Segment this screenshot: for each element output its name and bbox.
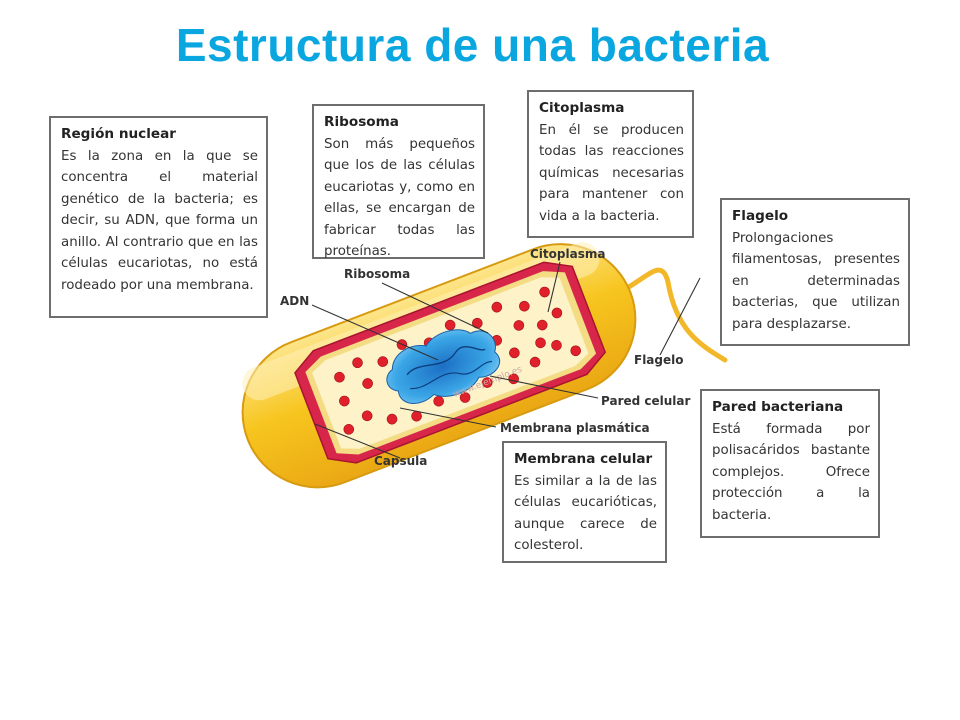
box-pared-bacteriana: Pared bacteriana Está formada por polisa… [700, 389, 880, 538]
box-ribosoma: Ribosoma Son más pequeños que los de las… [312, 104, 485, 259]
nucleoid-dna [386, 329, 501, 404]
leader-pared-celular [489, 375, 599, 399]
leader-citoplasma [547, 261, 561, 313]
box-ribosoma-heading: Ribosoma [324, 114, 399, 130]
label-ribosoma: Ribosoma [344, 267, 410, 281]
box-membrana-celular-heading: Membrana celular [514, 451, 653, 467]
box-pared-bacteriana-text: Está formada por polisacáridos bastante … [712, 421, 870, 523]
box-citoplasma-text: En él se producen todas las reacciones q… [539, 122, 684, 224]
box-ribosoma-text: Son más pequeños que los de las células … [324, 136, 475, 260]
box-membrana-celular: Membrana celular Es similar a la de las … [502, 441, 667, 563]
box-flagelo-heading: Flagelo [732, 208, 789, 224]
leader-capsula [314, 423, 401, 459]
box-flagelo: Flagelo Prolongaciones filamentosas, pre… [720, 198, 910, 346]
box-citoplasma: Citoplasma En él se producen todas las r… [527, 90, 694, 238]
label-citoplasma: Citoplasma [530, 247, 605, 261]
label-flagelo: Flagelo [634, 353, 684, 367]
box-region-nuclear: Región nuclear Es la zona en la que se c… [49, 116, 268, 318]
page-title: Estructura de una bacteria [175, 19, 770, 71]
leader-ribosoma [381, 282, 489, 334]
box-pared-bacteriana-heading: Pared bacteriana [712, 399, 844, 415]
label-pared-celular: Pared celular [601, 394, 691, 408]
label-adn: ADN [280, 294, 309, 308]
box-citoplasma-heading: Citoplasma [539, 100, 625, 116]
label-capsula: Capsula [374, 454, 427, 468]
box-region-nuclear-heading: Región nuclear [61, 126, 176, 142]
box-flagelo-text: Prolongaciones filamentosas, presentes e… [732, 230, 900, 332]
box-region-nuclear-text: Es la zona en la que se concentra el mat… [61, 148, 258, 293]
leader-membrana-plasmatica [399, 407, 497, 428]
box-membrana-celular-text: Es similar a la de las células eucarióti… [514, 473, 657, 554]
leader-flagelo [659, 277, 701, 356]
leader-adn [311, 304, 439, 361]
label-membrana-plasmatica: Membrana plasmática [500, 421, 650, 435]
